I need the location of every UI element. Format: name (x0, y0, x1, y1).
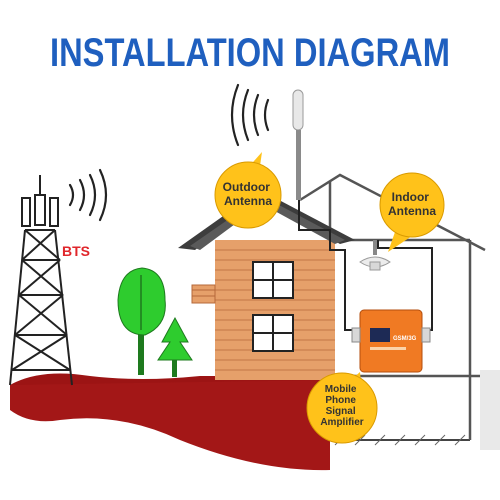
svg-text:Mobile Phone Signa: Mobile Phone Signal Amplifier (320, 384, 363, 428)
callout-amp-line3: Signal (326, 406, 356, 417)
diagram-title: INSTALLATION DIAGRAM (50, 31, 450, 75)
callout-indoor-line1: Indoor (392, 190, 430, 204)
callout-indoor-antenna: Indoor Antenna (379, 172, 445, 252)
callout-outdoor-line2: Antenna (224, 194, 272, 208)
callout-outdoor-antenna: Outdoor Antenna (214, 152, 282, 229)
signal-waves-icon (230, 83, 270, 147)
ground-lower (10, 380, 330, 471)
pine-tree-icon (157, 316, 193, 377)
callout-outdoor-line1: Outdoor (223, 180, 271, 194)
balcony (191, 284, 216, 304)
amplifier-device-icon: GSM/3G (351, 309, 431, 373)
indoor-antenna-icon (359, 240, 391, 271)
callout-amp-line4: Amplifier (320, 417, 363, 428)
antenna-icon (292, 89, 304, 200)
bts-label: BTS (62, 243, 90, 259)
device-badge: GSM/3G (393, 336, 417, 342)
svg-text:Indoor Antenna: Indoor Antenna (388, 190, 436, 218)
window-lower (252, 314, 294, 352)
side-wall-shade (480, 370, 500, 450)
svg-text:Outdoor Antenna: Outdoor Antenna (223, 180, 274, 208)
bts-signal-waves-icon (68, 168, 108, 222)
callout-amp-line1: Mobile (325, 384, 357, 395)
window-upper (252, 261, 294, 299)
callout-amp-line2: Phone (325, 395, 356, 406)
callout-amplifier: Mobile Phone Signal Amplifier (306, 372, 378, 444)
callout-indoor-line2: Antenna (388, 204, 436, 218)
tree-icon (117, 267, 166, 375)
cell-tower-icon (9, 175, 73, 386)
